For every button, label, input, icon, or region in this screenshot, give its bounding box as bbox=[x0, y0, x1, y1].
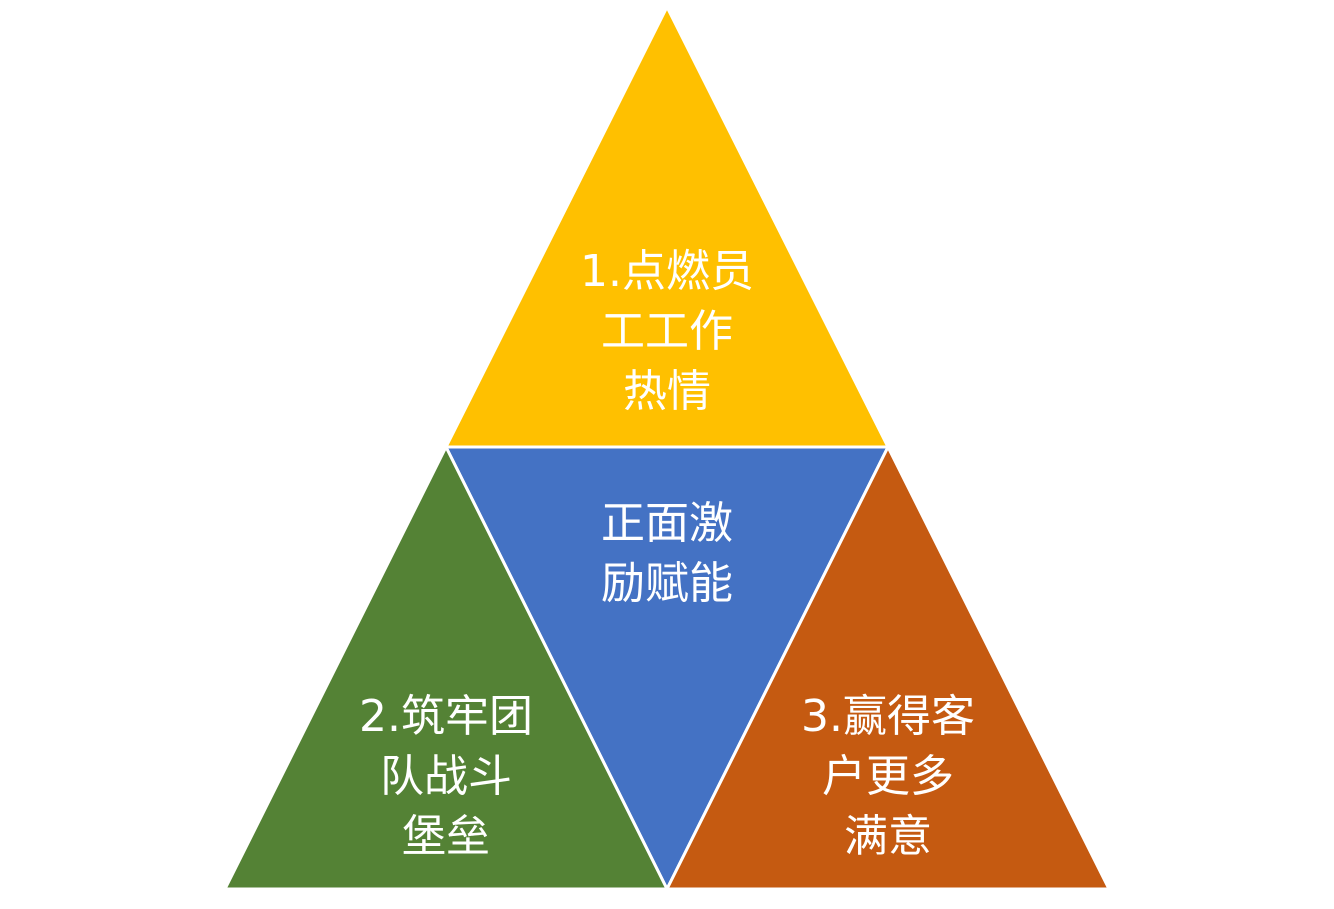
center-label-line-2: 励赋能 bbox=[601, 558, 733, 609]
top-label-line-3: 热情 bbox=[623, 366, 711, 417]
bottom-left-label-line-3: 堡垒 bbox=[402, 811, 490, 862]
bottom-right-label-line-2: 户更多 bbox=[822, 751, 954, 802]
center-label-line-1: 正面激 bbox=[601, 498, 733, 549]
top-label: 1.点燃员 工工作 热情 bbox=[580, 246, 754, 417]
center-label: 正面激 励赋能 bbox=[601, 498, 733, 609]
bottom-left-triangle bbox=[222, 443, 670, 891]
bottom-right-label: 3.赢得客 户更多 满意 bbox=[801, 691, 975, 862]
bottom-left-label: 2.筑牢团 队战斗 堡垒 bbox=[359, 691, 533, 862]
bottom-left-label-line-2: 队战斗 bbox=[380, 751, 512, 802]
bottom-left-label-line-1: 2.筑牢团 bbox=[359, 691, 533, 742]
top-label-line-1: 1.点燃员 bbox=[580, 246, 754, 297]
bottom-right-label-line-1: 3.赢得客 bbox=[801, 691, 975, 742]
bottom-right-triangle bbox=[664, 443, 1112, 891]
bottom-right-label-line-3: 满意 bbox=[844, 811, 932, 862]
top-label-line-2: 工工作 bbox=[601, 306, 733, 357]
